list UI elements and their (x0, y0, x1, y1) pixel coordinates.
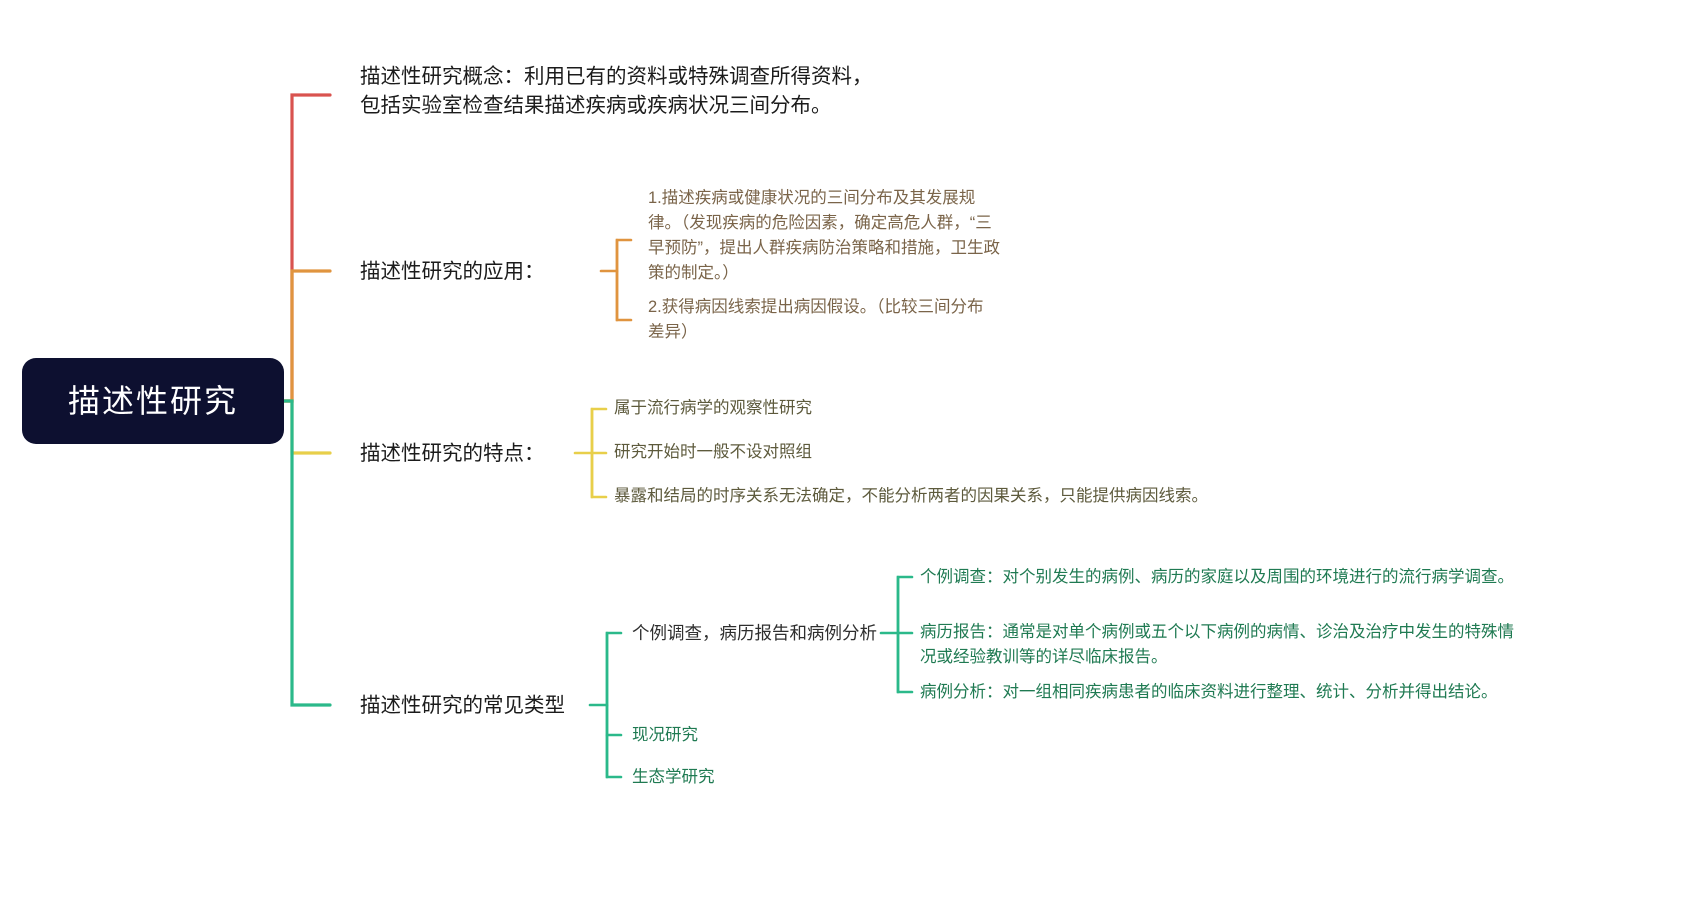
common-type-item-3[interactable]: 生态学研究 (632, 768, 715, 786)
application-item-1[interactable]: 1.描述疾病或健康状况的三间分布及其发展规 律。（发现疾病的危险因素，确定高危人… (648, 189, 1000, 282)
characteristic-item-2[interactable]: 研究开始时一般不设对照组 (614, 443, 812, 461)
characteristic-item-1[interactable]: 属于流行病学的观察性研究 (614, 399, 812, 417)
root-node-label: 描述性研究 (67, 382, 238, 419)
branch-concept-label[interactable]: 描述性研究概念：利用已有的资料或特殊调查所得资料， 包括实验室检查结果描述疾病或… (360, 65, 873, 117)
common-type-item-1[interactable]: 个例调查，病历报告和病例分析 (632, 623, 877, 643)
branch-common-types-label[interactable]: 描述性研究的常见类型 (360, 694, 565, 717)
case-report-detail[interactable]: 病历报告：通常是对单个病例或五个以下病例的病情、诊治及治疗中发生的特殊情 况或经… (920, 623, 1514, 666)
characteristic-item-3[interactable]: 暴露和结局的时序关系无法确定，不能分析两者的因果关系，只能提供病因线索。 (614, 487, 1208, 505)
branch-application-label[interactable]: 描述性研究的应用： (360, 260, 545, 283)
case-survey-detail[interactable]: 个例调查：对个别发生的病例、病历的家庭以及周围的环境进行的流行病学调查。 (920, 568, 1514, 586)
case-analysis-detail[interactable]: 病例分析：对一组相同疾病患者的临床资料进行整理、统计、分析并得出结论。 (920, 683, 1498, 701)
application-item-2[interactable]: 2.获得病因线索提出病因假设。（比较三间分布 差异） (648, 298, 984, 341)
root-node[interactable]: 描述性研究 (22, 358, 284, 444)
branch-characteristics-label[interactable]: 描述性研究的特点： (360, 442, 545, 465)
common-type-item-2[interactable]: 现况研究 (632, 726, 698, 744)
